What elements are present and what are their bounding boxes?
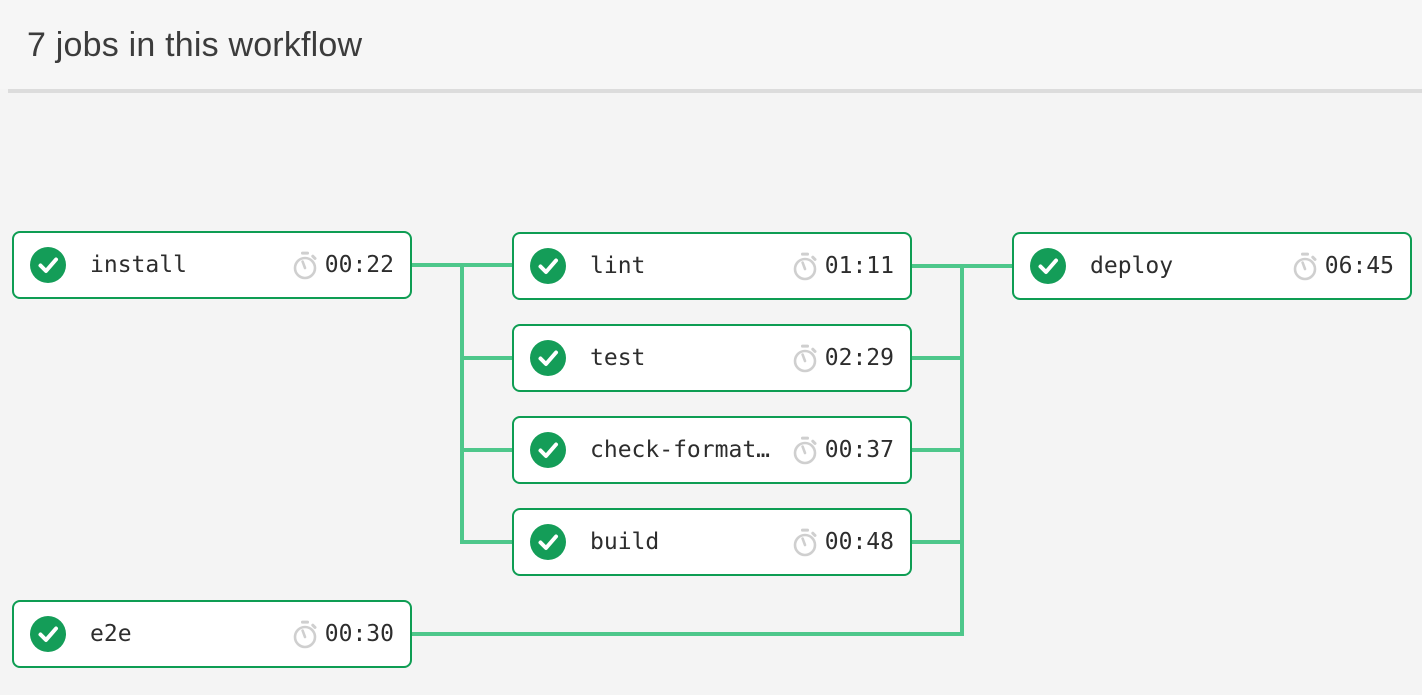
check-circle-icon <box>30 247 66 283</box>
stopwatch-icon <box>792 528 818 557</box>
duration-group: 00:22 <box>292 251 394 280</box>
duration-group: 01:11 <box>792 252 894 281</box>
header-divider <box>8 89 1422 93</box>
workflow-header: 7 jobs in this workflow <box>0 0 1422 89</box>
duration-group: 00:37 <box>792 436 894 465</box>
check-circle-icon <box>30 616 66 652</box>
check-circle-icon <box>530 248 566 284</box>
edge-e2e-to-deploy <box>410 632 964 636</box>
job-card-test[interactable]: test 02:29 <box>512 324 912 392</box>
job-name: test <box>590 345 646 371</box>
stopwatch-icon <box>1292 252 1318 281</box>
job-name: install <box>90 252 187 278</box>
job-card-build[interactable]: build 00:48 <box>512 508 912 576</box>
duration-group: 00:48 <box>792 528 894 557</box>
job-card-e2e[interactable]: e2e 00:30 <box>12 600 412 668</box>
job-name: build <box>590 529 660 555</box>
check-circle-icon <box>1030 248 1066 284</box>
duration-group: 00:30 <box>292 620 394 649</box>
duration-group: 06:45 <box>1292 252 1394 281</box>
check-circle-icon <box>530 432 566 468</box>
edge-left-stub-check-format <box>460 448 514 452</box>
page-title: 7 jobs in this workflow <box>27 26 363 64</box>
edge-right-stub-build <box>910 540 964 544</box>
job-duration: 00:48 <box>824 529 894 555</box>
edge-left-vertical <box>460 263 464 544</box>
job-card-check-format[interactable]: check-format… 00:37 <box>512 416 912 484</box>
check-circle-icon <box>530 524 566 560</box>
job-duration: 00:30 <box>324 621 394 647</box>
stopwatch-icon <box>792 344 818 373</box>
job-card-install[interactable]: install 00:22 <box>12 231 412 299</box>
edge-left-stub-test <box>460 356 514 360</box>
edge-right-stub-test <box>910 356 964 360</box>
check-circle-icon <box>530 340 566 376</box>
job-duration: 00:22 <box>324 252 394 278</box>
job-card-deploy[interactable]: deploy 06:45 <box>1012 232 1412 300</box>
job-duration: 00:37 <box>824 437 894 463</box>
job-duration: 02:29 <box>824 345 894 371</box>
stopwatch-icon <box>292 251 318 280</box>
job-name: lint <box>590 253 646 279</box>
job-card-lint[interactable]: lint 01:11 <box>512 232 912 300</box>
job-name: check-format… <box>590 437 771 463</box>
job-name: deploy <box>1090 253 1174 279</box>
duration-group: 02:29 <box>792 344 894 373</box>
stopwatch-icon <box>792 436 818 465</box>
stopwatch-icon <box>292 620 318 649</box>
job-name: e2e <box>90 621 132 647</box>
stopwatch-icon <box>792 252 818 281</box>
job-duration: 01:11 <box>824 253 894 279</box>
workflow-graph: install 00:22 lint 01:11 <box>0 93 1422 695</box>
edge-right-stub-check-format <box>910 448 964 452</box>
edge-left-stub-build <box>460 540 514 544</box>
job-duration: 06:45 <box>1324 253 1394 279</box>
